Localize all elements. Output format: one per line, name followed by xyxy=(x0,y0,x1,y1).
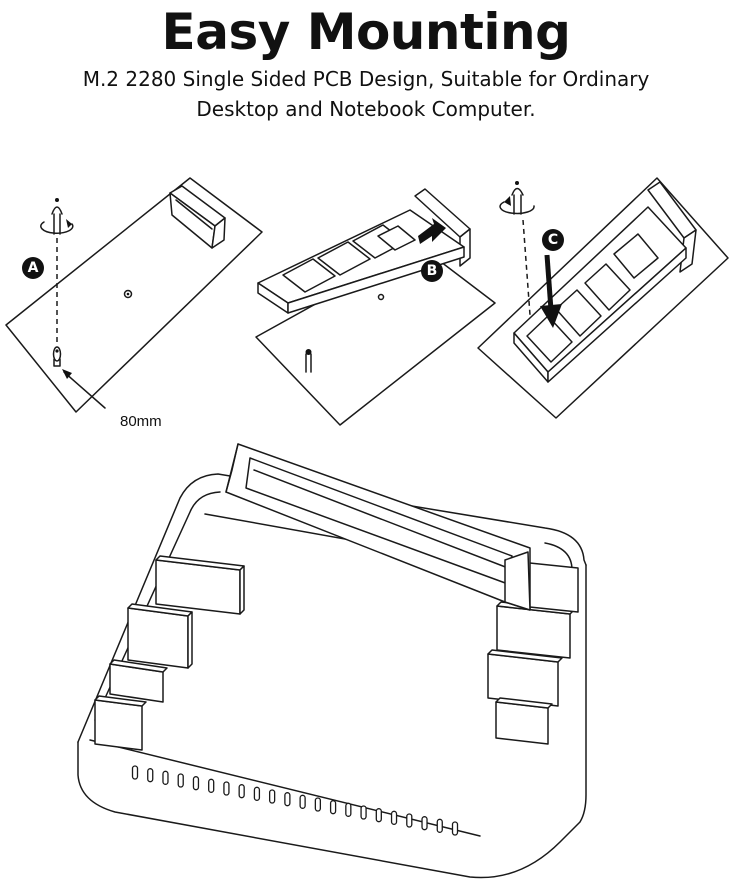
step-a-board xyxy=(5,177,263,413)
vent-slot xyxy=(360,805,367,820)
vent-slot xyxy=(192,776,200,791)
vent-slot xyxy=(345,802,352,817)
vent-slot xyxy=(253,786,261,801)
step-b-chip-1 xyxy=(282,258,336,293)
vent-slot xyxy=(299,794,306,809)
step-c-illustration: C xyxy=(477,177,729,419)
vent-slot xyxy=(223,781,230,796)
vent-slot xyxy=(314,797,322,812)
mini-pc-illustration xyxy=(77,443,587,879)
vent-slot xyxy=(406,813,413,828)
vent-slot xyxy=(390,810,398,825)
step-a-illustration: 80mm A xyxy=(5,177,263,430)
pc-m2-ssd xyxy=(225,443,531,611)
step-c-badge: C xyxy=(542,229,564,251)
vent-slot xyxy=(451,821,459,836)
vent-slot xyxy=(162,770,169,785)
vent-slot xyxy=(375,808,382,823)
subtitle-line-1: M.2 2280 Single Sided PCB Design, Suitab… xyxy=(82,67,650,91)
vent-slot xyxy=(329,800,337,815)
vent-slot xyxy=(238,784,245,799)
page-title: Easy Mounting xyxy=(161,3,571,61)
vent-slot xyxy=(268,789,276,804)
step-b-chip-2 xyxy=(317,241,371,276)
vent-slot xyxy=(208,778,215,793)
step-a-badge: A xyxy=(22,257,44,279)
step-a-screw-icon xyxy=(40,198,74,235)
step-a-mount-hole xyxy=(52,346,62,367)
svg-text:A: A xyxy=(28,260,39,276)
step-c-press-arrow xyxy=(540,254,562,328)
step-b-chip-4 xyxy=(377,225,416,251)
step-b-screw-icon xyxy=(305,349,312,373)
vent-slot xyxy=(421,816,428,831)
step-c-screw-icon xyxy=(499,181,535,215)
subtitle-line-2: Desktop and Notebook Computer. xyxy=(196,97,536,121)
vent-slot xyxy=(131,765,139,780)
pc-base-outline xyxy=(77,564,587,879)
measurement-label: 80mm xyxy=(120,413,162,430)
step-c-board xyxy=(477,177,729,419)
step-a-standoff xyxy=(123,289,133,299)
vent-slot xyxy=(147,768,154,783)
vent-slot xyxy=(436,818,443,833)
measurement-arrow xyxy=(62,369,106,409)
vent-slot xyxy=(177,773,184,788)
svg-text:C: C xyxy=(548,232,558,248)
pc-left-ports xyxy=(94,555,245,751)
pc-right-ports xyxy=(487,561,579,745)
pc-vent-slots xyxy=(131,765,459,836)
step-a-slot-side xyxy=(211,217,226,249)
step-b-illustration: B xyxy=(255,188,496,426)
vent-slot xyxy=(284,792,291,807)
step-b-badge: B xyxy=(421,260,443,282)
step-b-push-arrow xyxy=(418,218,446,244)
svg-text:B: B xyxy=(427,263,438,279)
